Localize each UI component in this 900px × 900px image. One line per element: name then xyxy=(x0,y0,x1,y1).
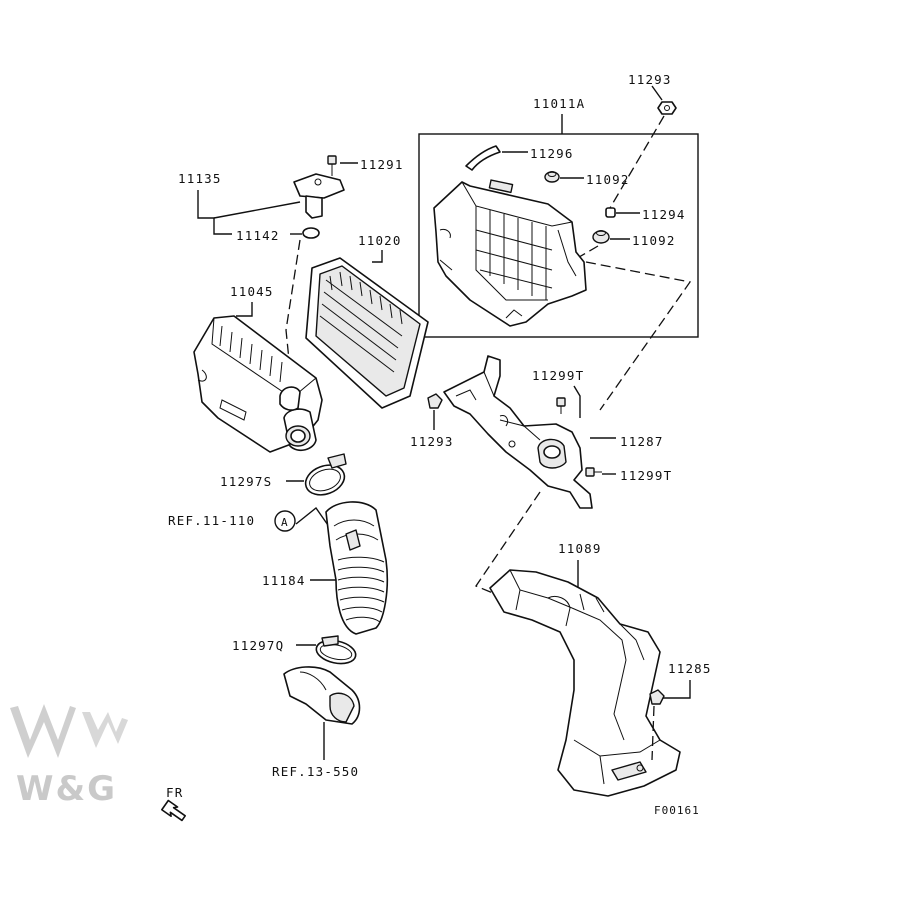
callout-circle-a xyxy=(274,510,296,532)
air-filter-element-11020 xyxy=(305,257,429,409)
bolt-11293-top xyxy=(657,101,677,115)
grommet-11092-a xyxy=(544,171,560,183)
figure-code: F00161 xyxy=(654,804,700,817)
air-cleaner-case xyxy=(433,179,587,327)
label-11287: 11287 xyxy=(620,434,664,449)
intake-hose-11184 xyxy=(325,501,389,635)
front-arrow-icon xyxy=(161,799,187,822)
label-circle-a: A xyxy=(281,516,289,529)
label-ref-11-110: REF.11-110 xyxy=(168,513,255,528)
label-11299T-a: 11299T xyxy=(532,368,584,383)
label-11142: 11142 xyxy=(236,228,280,243)
hose-clamp-11297Q xyxy=(315,635,357,665)
hose-clamp-11297S xyxy=(304,453,347,496)
label-11092-a: 11092 xyxy=(586,172,630,187)
air-cleaner-cover-11045 xyxy=(193,315,323,453)
group-box-11011A xyxy=(418,133,699,338)
throttle-elbow-ref-13-550 xyxy=(283,666,361,725)
label-11020: 11020 xyxy=(358,233,402,248)
airflow-sensor-11135 xyxy=(293,173,345,219)
bracket-11287 xyxy=(443,355,593,509)
watermark-logo: W&G xyxy=(10,704,128,809)
label-ref-13-550: REF.13-550 xyxy=(272,764,359,779)
air-duct-11089 xyxy=(489,569,681,797)
label-11045: 11045 xyxy=(230,284,274,299)
bolt-11299T-a xyxy=(556,397,566,414)
label-11285: 11285 xyxy=(668,661,712,676)
label-fr: FR xyxy=(166,785,183,800)
label-11291: 11291 xyxy=(360,157,404,172)
label-11011A: 11011A xyxy=(533,96,585,111)
label-11297Q: 11297Q xyxy=(232,638,284,653)
label-11297S: 11297S xyxy=(220,474,272,489)
watermark-text: W&G xyxy=(16,769,117,809)
label-11184: 11184 xyxy=(262,573,306,588)
screw-11291 xyxy=(327,155,337,176)
nut-11293 xyxy=(427,393,443,409)
collar-11294 xyxy=(605,207,616,218)
hose-11296 xyxy=(465,145,501,171)
label-11293-top: 11293 xyxy=(628,72,672,87)
label-11092-b: 11092 xyxy=(632,233,676,248)
label-11299T-b: 11299T xyxy=(620,468,672,483)
label-11296: 11296 xyxy=(530,146,574,161)
grommet-11092-b xyxy=(592,230,610,244)
bolt-11285 xyxy=(649,689,665,705)
bolt-11299T-b xyxy=(585,467,602,477)
label-11293: 11293 xyxy=(410,434,454,449)
oring-11142 xyxy=(302,227,320,239)
label-11294: 11294 xyxy=(642,207,686,222)
label-11135: 11135 xyxy=(178,171,222,186)
label-11089: 11089 xyxy=(558,541,602,556)
